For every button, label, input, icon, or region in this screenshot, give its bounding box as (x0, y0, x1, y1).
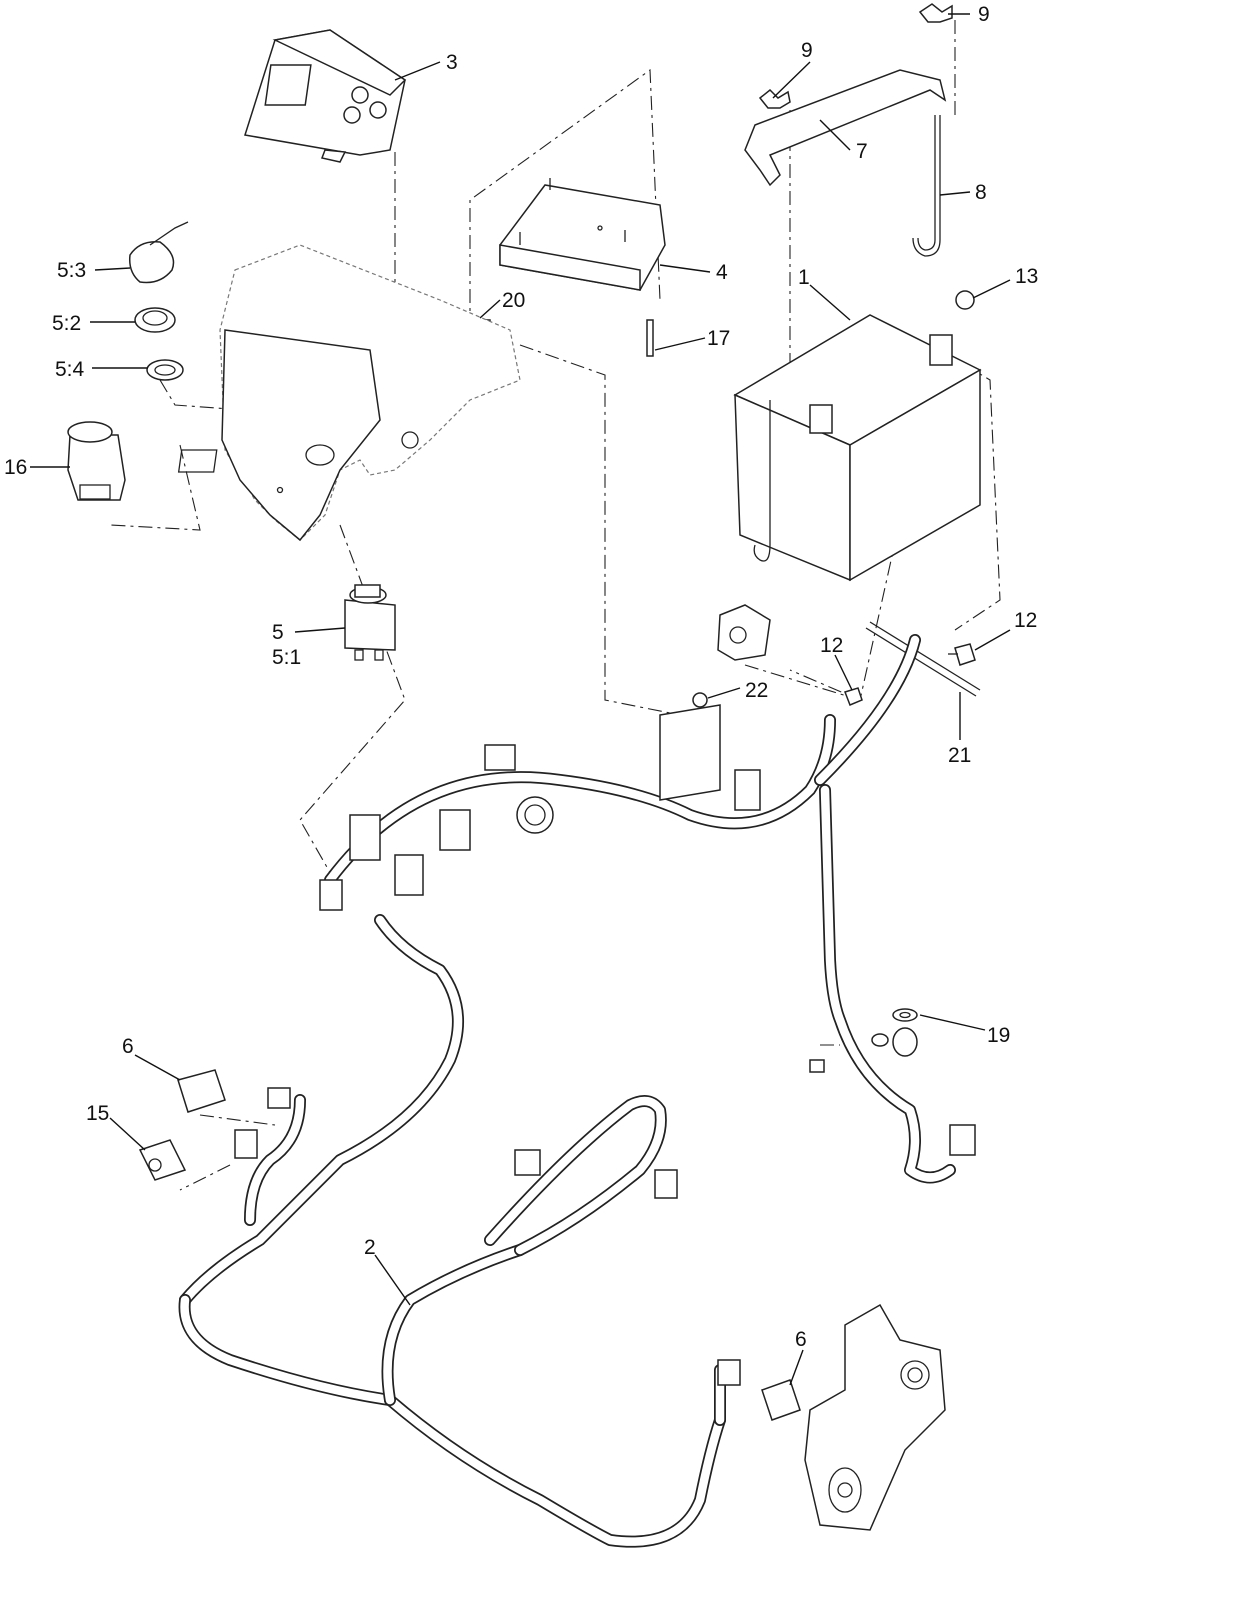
callout-7: 7 (856, 140, 868, 163)
callout-17: 17 (707, 327, 730, 350)
part-13-nut (955, 290, 975, 310)
callout-12-right: 12 (1014, 609, 1037, 632)
part-6-relay-b (761, 1379, 801, 1421)
leader-lines (30, 13, 1011, 1386)
callout-6-top: 6 (122, 1035, 134, 1058)
callout-9-left: 9 (801, 39, 813, 62)
part-9-wingnut-b (918, 3, 953, 23)
callout-5-2: 5:2 (52, 312, 81, 335)
callout-6-bottom: 6 (795, 1328, 807, 1351)
callout-5-4: 5:4 (55, 358, 85, 381)
part-17-pin (646, 319, 654, 357)
callout-19: 19 (987, 1024, 1010, 1047)
part-4-controller (499, 178, 666, 291)
part-21-cable-tie (865, 621, 981, 697)
callout-5-3: 5:3 (57, 259, 86, 282)
part-9-wingnut-a (758, 88, 791, 109)
part-7-bracket (744, 69, 947, 187)
part-5-2-nut (134, 307, 176, 333)
part-19-washer (892, 1008, 918, 1022)
part-3-display (244, 29, 407, 163)
part-5-4-washer (146, 359, 184, 381)
callout-1: 1 (798, 266, 810, 289)
callout-8: 8 (975, 181, 987, 204)
part-5-3-key (128, 221, 189, 284)
callout-labels: 1 2 3 4 5 5:1 5:2 5:3 5:4 6 6 7 8 9 9 12… (4, 3, 1038, 1351)
console-panel (177, 244, 521, 542)
part-1-battery (733, 314, 982, 582)
part-22-nut (692, 692, 708, 708)
callout-21: 21 (948, 744, 971, 767)
callout-2: 2 (364, 1236, 376, 1259)
callout-20: 20 (502, 289, 525, 312)
callout-3: 3 (446, 51, 458, 74)
part-6-relay-a (177, 1069, 226, 1113)
part-12-bolt-b (948, 643, 976, 666)
callout-16: 16 (4, 456, 27, 479)
terminal-cover (717, 604, 771, 661)
callout-4: 4 (716, 261, 728, 284)
callout-22: 22 (745, 679, 768, 702)
part-16-switch (67, 421, 126, 501)
part-2-harness (178, 634, 976, 1548)
callout-5-1: 5:1 (272, 646, 301, 669)
callout-5: 5 (272, 621, 284, 644)
part-12-bolt-a (844, 687, 863, 706)
part-8-jbolt (912, 115, 941, 257)
callout-13: 13 (1015, 265, 1038, 288)
brake-bracket (804, 1303, 946, 1531)
part-5-switch (344, 584, 396, 661)
callout-9-right: 9 (978, 3, 990, 26)
callout-15: 15 (86, 1102, 109, 1125)
callout-12-left: 12 (820, 634, 843, 657)
part-15-switch (138, 1139, 187, 1181)
